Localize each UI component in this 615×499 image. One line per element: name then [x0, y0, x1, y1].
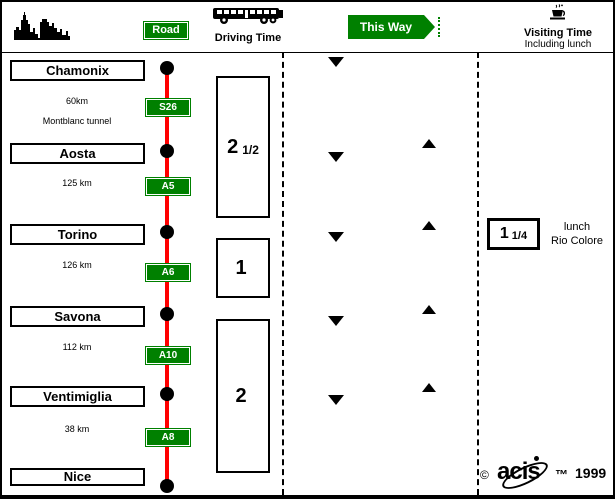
- visiting-note-line1: lunch: [563, 221, 591, 233]
- road-number-badge-a10: A10: [146, 347, 190, 364]
- driving-hours: 2: [235, 384, 247, 407]
- up-triangle-icon: [422, 221, 436, 230]
- driving-time-box-3: 2: [216, 319, 270, 473]
- coffee-cup-icon: [550, 4, 565, 20]
- driving-fraction: 1/2: [242, 142, 259, 157]
- down-triangle-icon: [328, 316, 344, 326]
- driving-hours: 1: [235, 256, 247, 279]
- driving-time-box-2: 1: [216, 238, 270, 298]
- segment-distance: 125 km: [62, 178, 92, 188]
- down-triangle-icon: [328, 232, 344, 242]
- visiting-time-header: Visiting Time Including lunch: [507, 4, 609, 50]
- copyright-year: 1999: [575, 465, 607, 481]
- including-lunch-label: Including lunch: [524, 39, 592, 50]
- column-divider-thisway-visiting: [477, 52, 479, 495]
- segment-note: Montblanc tunnel: [42, 116, 112, 126]
- trademark-symbol: ™: [555, 467, 568, 482]
- city-skyline-icon: [14, 12, 70, 40]
- segment-distance: 38 km: [64, 424, 90, 434]
- road-number-badge-a5: A5: [146, 178, 190, 195]
- up-triangle-icon: [422, 383, 436, 392]
- city-box-torino: Torino: [10, 224, 145, 245]
- route-stop-dot: [160, 479, 174, 493]
- acis-logo: © acis ™ 1999: [480, 456, 610, 495]
- up-triangle-icon: [422, 305, 436, 314]
- visiting-hours: 1: [499, 225, 509, 242]
- city-box-ventimiglia: Ventimiglia: [10, 386, 145, 407]
- visiting-note-line2: Rio Colore: [551, 235, 603, 247]
- city-box-savona: Savona: [10, 306, 145, 327]
- city-box-aosta: Aosta: [10, 143, 145, 164]
- route-stop-dot: [160, 307, 174, 321]
- header: Road Driving Time This Way: [2, 2, 613, 53]
- down-triangle-icon: [328, 57, 344, 67]
- road-number-badge-s26: S26: [146, 99, 190, 116]
- visiting-time-box: 1 1/4: [487, 218, 540, 250]
- driving-hours: 2: [227, 135, 239, 158]
- down-triangle-icon: [328, 152, 344, 162]
- visiting-time-label: Visiting Time: [523, 27, 593, 39]
- segment-distance: 126 km: [62, 260, 92, 270]
- road-sign-badge: Road: [144, 22, 188, 39]
- route-stop-dot: [160, 144, 174, 158]
- road-number-badge-a8: A8: [146, 429, 190, 446]
- city-box-chamonix: Chamonix: [10, 60, 145, 81]
- up-triangle-icon: [422, 139, 436, 148]
- satellite-dot-icon: [534, 456, 539, 461]
- bus-icon: [213, 8, 283, 24]
- segment-distance: 112 km: [62, 342, 92, 352]
- route-stop-dot: [160, 61, 174, 75]
- copyright-symbol: ©: [480, 468, 489, 482]
- visiting-note: lunch Rio Colore: [542, 220, 612, 248]
- route-stop-dot: [160, 225, 174, 239]
- this-way-badge: This Way: [348, 15, 440, 39]
- driving-time-label: Driving Time: [214, 32, 282, 44]
- column-divider-driving-thisway: [282, 52, 284, 495]
- driving-time-box-1: 2 1/2: [216, 76, 270, 218]
- road-number-badge-a6: A6: [146, 264, 190, 281]
- city-box-nice: Nice: [10, 468, 145, 486]
- down-triangle-icon: [328, 395, 344, 405]
- driving-time-header: Driving Time: [206, 5, 290, 44]
- route-stop-dot: [160, 387, 174, 401]
- segment-distance: 60km: [65, 96, 88, 106]
- visiting-fraction: 1/4: [511, 229, 528, 242]
- brand-name: acis: [497, 458, 541, 485]
